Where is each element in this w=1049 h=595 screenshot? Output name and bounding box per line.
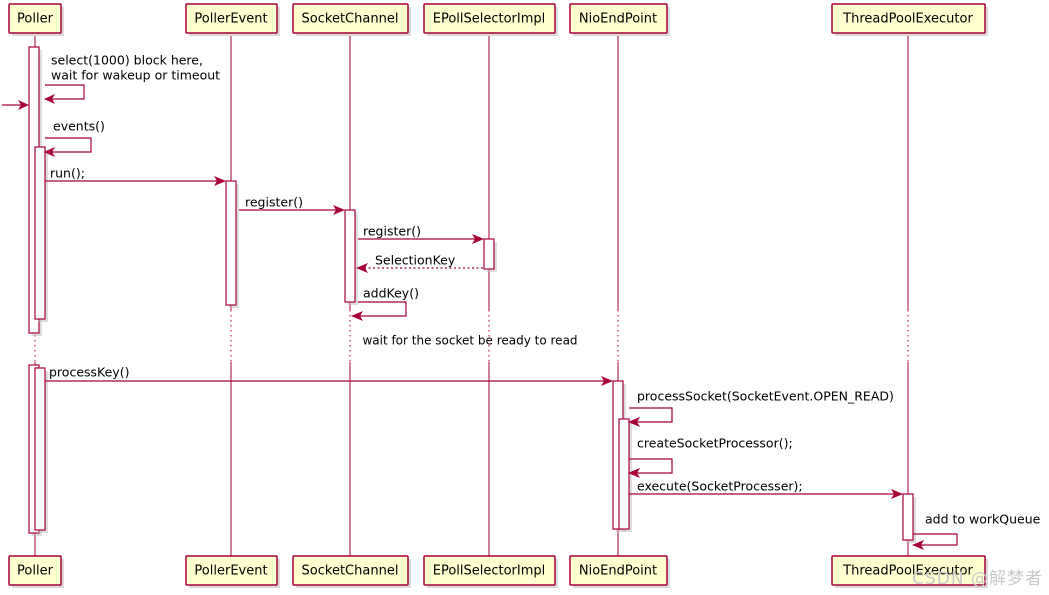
participant-top-poller-label: Poller	[17, 12, 54, 27]
participant-bottom-pollerevent[interactable]: PollerEvent	[185, 555, 280, 588]
participant-top-socketchannel-box[interactable]	[292, 3, 409, 34]
participant-top-socketchannel-label: SocketChannel	[302, 12, 399, 27]
activation-bars	[28, 46, 916, 543]
activation-pollerevent	[225, 180, 237, 306]
message-select-label-line1: select(1000) block here,	[51, 53, 203, 68]
activation-nioendpoint-inner	[618, 418, 630, 530]
message-addkey-path	[358, 301, 407, 317]
participant-top-socketchannel[interactable]: SocketChannel	[292, 3, 411, 36]
message-addkey-arrowhead	[351, 311, 363, 321]
activation-epollselectorimpl	[483, 238, 495, 270]
participant-top-pollerevent-box[interactable]	[185, 3, 278, 34]
message-addtoworkqueue-label: add to workQueue	[925, 512, 1041, 527]
message-run-arrowhead	[214, 176, 226, 186]
message-addtoworkqueue-arrowhead	[912, 540, 924, 550]
message-register-1-label: register()	[245, 195, 303, 210]
participant-top-poller[interactable]: Poller	[8, 3, 64, 36]
activation-threadpoolexecutor	[902, 493, 914, 541]
message-processsocket-label: processSocket(SocketEvent.OPEN_READ)	[637, 389, 894, 404]
messages: select(1000) block here, wait for wakeup…	[2, 53, 1041, 550]
message-select: select(1000) block here, wait for wakeup…	[44, 53, 220, 104]
participant-top-threadpoolexecutor[interactable]: ThreadPoolExecutor	[831, 3, 988, 36]
message-select-label-line2: wait for wakeup or timeout	[51, 68, 220, 83]
participant-top-epollselectorimpl-box[interactable]	[423, 3, 556, 34]
participant-bottom-socketchannel-label: SocketChannel	[302, 564, 399, 579]
participant-bottom-pollerevent-box[interactable]	[185, 555, 278, 586]
message-events-path	[45, 137, 92, 153]
message-execute-label: execute(SocketProcesser);	[637, 479, 803, 494]
message-processsocket: processSocket(SocketEvent.OPEN_READ)	[628, 389, 894, 427]
message-processkey: processKey()	[45, 365, 613, 386]
message-register-1-arrowhead	[333, 205, 345, 215]
message-register-1: register()	[239, 195, 345, 215]
message-addtoworkqueue: add to workQueue	[912, 512, 1041, 550]
participant-top-nioendpoint-label: NioEndPoint	[579, 12, 657, 27]
participant-bottom-epollselectorimpl-box[interactable]	[423, 555, 556, 586]
participant-top-epollselectorimpl-label: EPollSelectorImpl	[433, 12, 546, 27]
participant-bottom-nioendpoint-box[interactable]	[569, 555, 668, 586]
participant-bottom-nioendpoint-label: NioEndPoint	[579, 564, 657, 579]
message-selectionkey-arrowhead	[356, 263, 368, 273]
message-processkey-arrowhead	[601, 376, 613, 386]
activation-poller-inner	[34, 146, 46, 320]
participant-bottom-epollselectorimpl-label: EPollSelectorImpl	[433, 564, 546, 579]
participant-bottom-threadpoolexecutor-label: ThreadPoolExecutor	[842, 564, 973, 579]
activation-socketchannel	[344, 209, 356, 303]
message-createsocketprocessor-path	[629, 458, 673, 474]
message-entry	[2, 100, 29, 110]
participant-bottom-nioendpoint[interactable]: NioEndPoint	[569, 555, 670, 588]
message-events-arrowhead	[44, 147, 55, 157]
message-execute-arrowhead	[891, 489, 903, 499]
participant-bottom-threadpoolexecutor[interactable]: ThreadPoolExecutor	[831, 555, 988, 588]
participant-top-nioendpoint-box[interactable]	[569, 3, 668, 34]
message-register-2: register()	[358, 224, 484, 244]
participant-top-nioendpoint[interactable]: NioEndPoint	[569, 3, 670, 36]
participant-top-threadpoolexecutor-box[interactable]	[831, 3, 986, 34]
message-processsocket-arrowhead	[628, 417, 640, 427]
message-addkey: addKey()	[351, 286, 419, 321]
participant-top-poller-box[interactable]	[8, 3, 62, 34]
participant-top-pollerevent-label: PollerEvent	[194, 12, 267, 27]
participant-bottom-poller[interactable]: Poller	[8, 555, 64, 588]
participant-bottom-threadpoolexecutor-box[interactable]	[831, 555, 986, 586]
participant-bottom-pollerevent-label: PollerEvent	[194, 564, 267, 579]
participant-top-epollselectorimpl[interactable]: EPollSelectorImpl	[423, 3, 558, 36]
message-selectionkey-label: SelectionKey	[375, 253, 456, 268]
message-createsocketprocessor-arrowhead	[628, 468, 640, 478]
participant-bottom-poller-label: Poller	[17, 564, 54, 579]
notes: wait for the socket be ready to read	[362, 334, 577, 348]
message-execute: execute(SocketProcesser);	[629, 479, 903, 499]
participant-bottom-epollselectorimpl[interactable]: EPollSelectorImpl	[423, 555, 558, 588]
note-wait-for-socket: wait for the socket be ready to read	[362, 334, 577, 348]
participant-bottom-socketchannel[interactable]: SocketChannel	[292, 555, 411, 588]
message-register-2-arrowhead	[472, 234, 484, 244]
activation-poller-lower-inner	[34, 367, 46, 531]
message-processsocket-path	[629, 407, 673, 423]
message-events: events()	[44, 119, 105, 157]
participant-top-pollerevent[interactable]: PollerEvent	[185, 3, 280, 36]
message-run-label: run();	[50, 166, 85, 181]
message-selectionkey: SelectionKey	[356, 253, 483, 273]
message-run: run();	[45, 166, 226, 186]
message-entry-arrowhead	[18, 100, 29, 110]
participant-bottom-poller-box[interactable]	[8, 555, 62, 586]
message-register-2-label: register()	[363, 224, 421, 239]
message-events-label: events()	[53, 119, 105, 134]
participants-bottom: Poller PollerEvent SocketChannel EPollSe…	[8, 555, 988, 588]
message-createsocketprocessor: createSocketProcessor();	[628, 436, 793, 478]
message-createsocketprocessor-label: createSocketProcessor();	[637, 436, 793, 451]
message-select-arrowhead	[44, 94, 55, 104]
message-addkey-label: addKey()	[363, 286, 419, 301]
message-select-path	[45, 84, 85, 100]
message-processkey-label: processKey()	[49, 365, 129, 380]
participant-top-threadpoolexecutor-label: ThreadPoolExecutor	[842, 12, 973, 27]
message-addtoworkqueue-path	[913, 533, 958, 546]
participants-top: Poller PollerEvent SocketChannel EPollSe…	[8, 3, 988, 36]
participant-bottom-socketchannel-box[interactable]	[292, 555, 409, 586]
